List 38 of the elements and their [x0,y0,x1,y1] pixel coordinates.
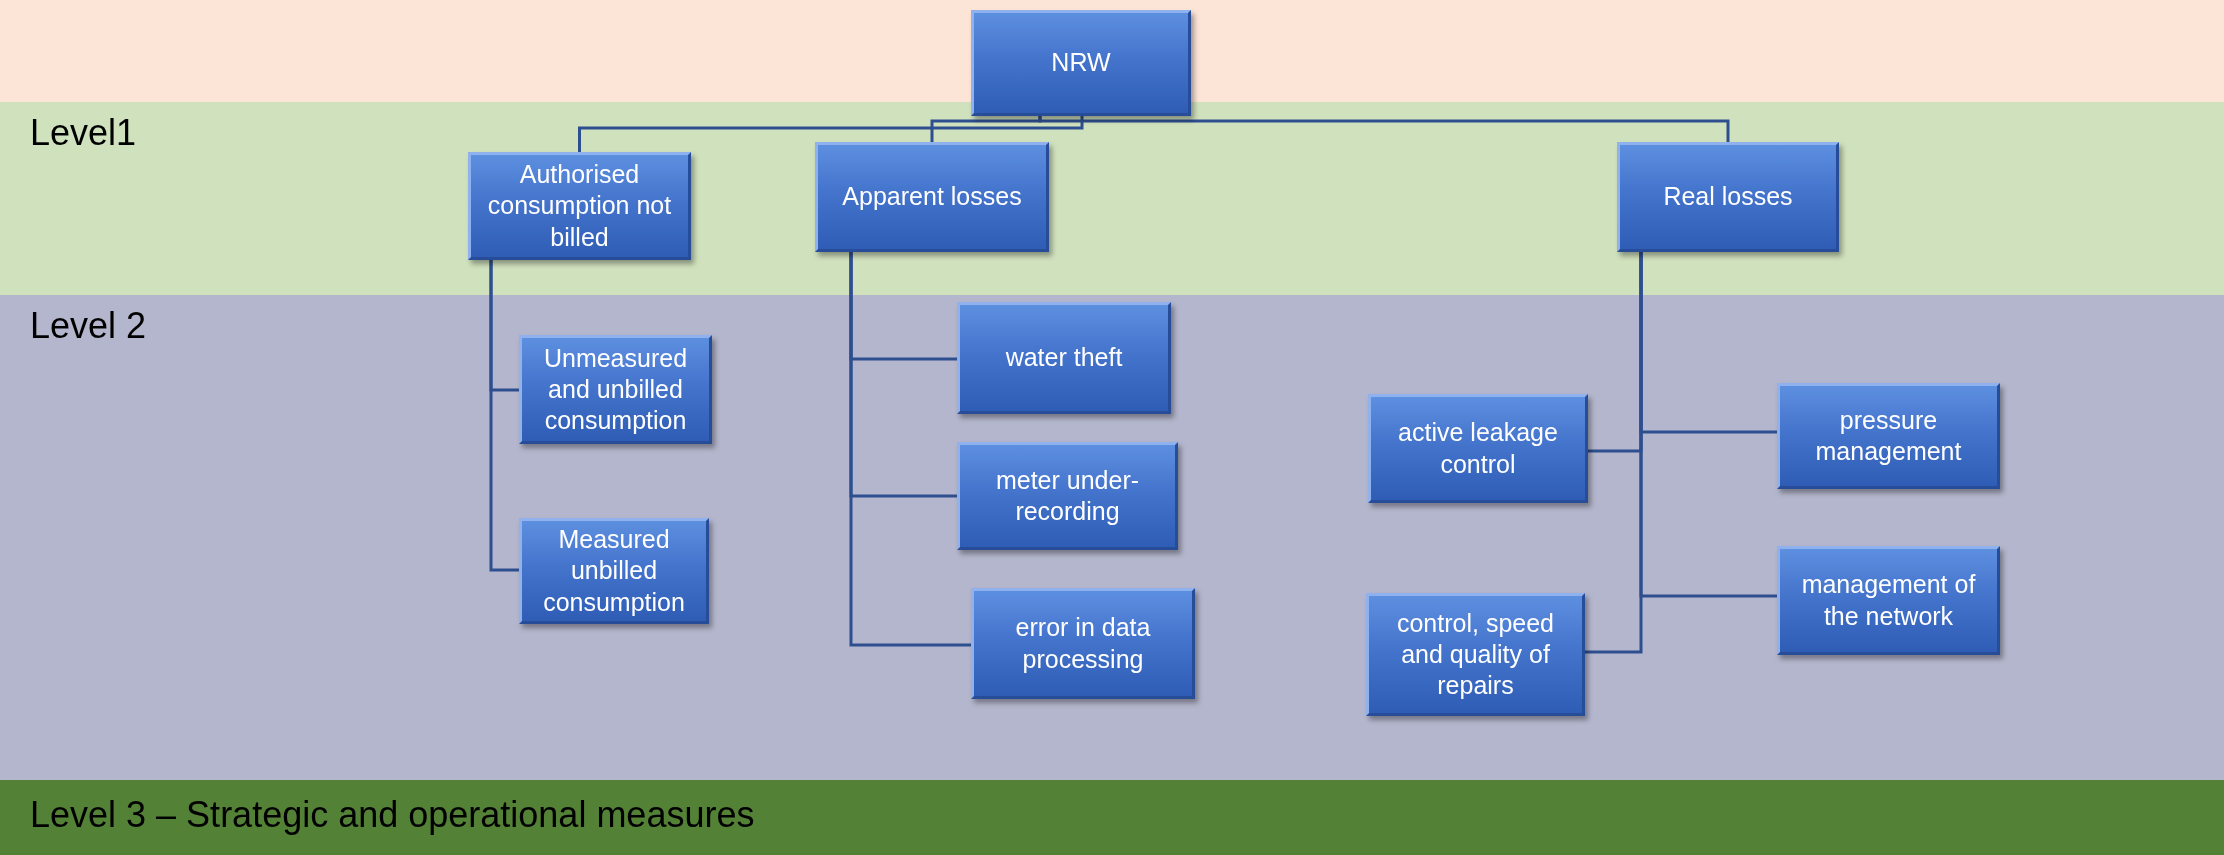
process-box [971,10,1191,116]
connector-line [489,260,519,572]
box-text: Unmeasured and unbilled consumption [542,342,689,437]
process-box [519,335,712,444]
box-text: meter under-recording [994,464,1141,527]
connector-line [578,116,1084,152]
box-text: NRW [1051,47,1111,79]
process-box [468,152,691,260]
process-box [1617,142,1839,252]
level-band [0,780,2224,855]
band-label: Level1 [30,112,137,154]
level-band [0,295,2224,780]
box-text: pressure management [1814,404,1963,467]
box-text: control, speed and quality of repairs [1395,607,1555,702]
box-text: Apparent losses [842,181,1022,213]
process-box [1366,593,1585,716]
box-text: management of the network [1800,569,1977,632]
process-box [519,518,709,624]
process-box [815,142,1049,252]
level-band [0,102,2224,295]
process-box [957,442,1178,550]
process-box [1777,546,2000,655]
process-box [971,588,1195,699]
process-box [1368,394,1588,503]
box-text: active leakage control [1397,417,1559,480]
level-band [0,0,2224,102]
box-text: error in data processing [1014,612,1152,675]
connector-line [1585,252,1643,654]
process-box [1777,383,2000,489]
box-text: Real losses [1663,181,1793,213]
box-text: water theft [1005,342,1123,374]
connector-line [849,252,971,647]
connector-line [1038,115,1730,142]
box-text: Authorised consumption not billed [486,159,673,253]
process-box [957,302,1171,414]
box-text: Measured unbilled consumption [542,524,686,618]
band-label: Level 3 – Strategic and operational measures [30,794,755,836]
band-label: Level 2 [30,305,147,347]
